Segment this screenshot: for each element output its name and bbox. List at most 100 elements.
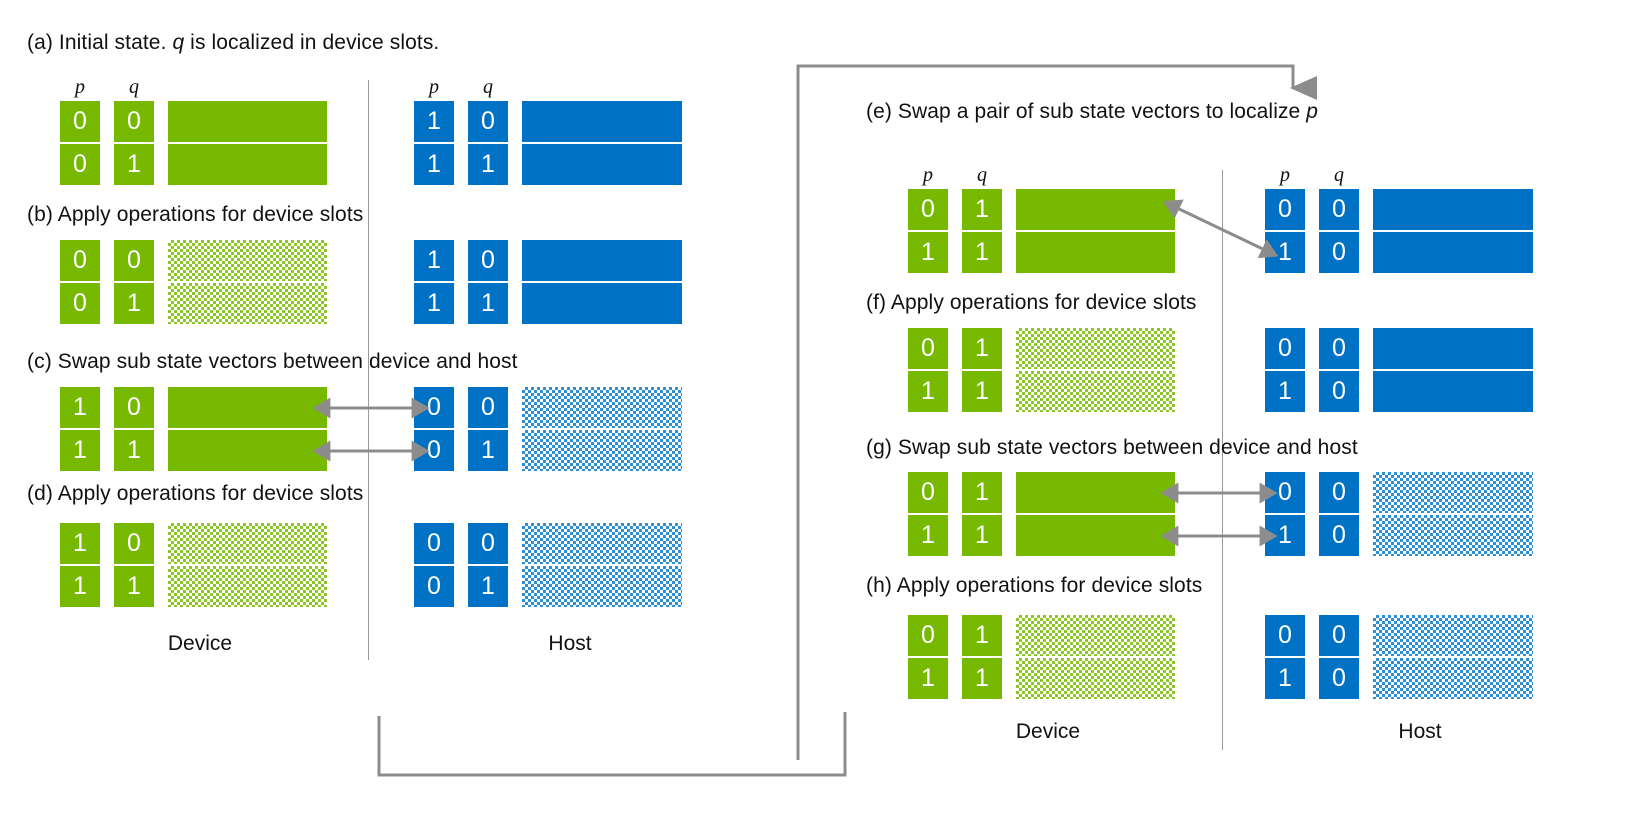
state-vector-bar-hatched — [168, 240, 327, 281]
cell-q: 0 — [1319, 515, 1359, 556]
header-p: p — [1280, 164, 1290, 186]
cell-p: 1 — [60, 566, 100, 607]
cell-p: 0 — [414, 523, 454, 564]
cell-p: 1 — [414, 144, 454, 185]
cell-q: 1 — [468, 566, 508, 607]
state-vector-bar-hatched — [1016, 658, 1175, 699]
device-host-divider-left — [368, 80, 369, 660]
cell-q: 0 — [1319, 232, 1359, 273]
swap-arrows-step-c — [312, 397, 430, 462]
state-vector-bar — [1373, 371, 1533, 412]
caption-a: (a) Initial state. q is localized in dev… — [27, 31, 439, 55]
cell-p: 1 — [1265, 515, 1305, 556]
cell-q: 0 — [468, 101, 508, 142]
cell-q: 0 — [114, 240, 154, 281]
state-vector-bar — [1016, 232, 1175, 273]
state-vector-bar — [1373, 232, 1533, 273]
region-label-host-right: Host — [1398, 720, 1442, 743]
caption-f: (f) Apply operations for device slots — [866, 291, 1197, 314]
state-vector-bar — [168, 101, 327, 142]
header-p: p — [429, 76, 439, 98]
cell-p: 0 — [1265, 615, 1305, 656]
state-vector-bar-hatched — [522, 387, 682, 428]
cell-q: 1 — [962, 371, 1002, 412]
caption-b: (b) Apply operations for device slots — [27, 203, 364, 226]
cell-q: 1 — [114, 144, 154, 185]
region-label-device-right: Device — [1015, 720, 1081, 743]
state-vector-bar — [522, 283, 682, 324]
cell-q: 1 — [962, 615, 1002, 656]
cell-p: 1 — [60, 523, 100, 564]
state-vector-bar-hatched — [1373, 472, 1533, 513]
cell-p: 0 — [908, 328, 948, 369]
cell-q: 0 — [1319, 615, 1359, 656]
cell-p: 1 — [908, 232, 948, 273]
cell-q: 0 — [114, 523, 154, 564]
cell-q: 0 — [468, 240, 508, 281]
state-vector-bar — [1016, 515, 1175, 556]
state-vector-bar-hatched — [1016, 371, 1175, 412]
cell-q: 0 — [114, 387, 154, 428]
cell-q: 1 — [962, 328, 1002, 369]
state-vector-bar-hatched — [168, 523, 327, 564]
cell-q: 1 — [962, 515, 1002, 556]
cell-p: 0 — [60, 101, 100, 142]
cell-p: 1 — [1265, 371, 1305, 412]
cell-p: 0 — [908, 189, 948, 230]
state-vector-bar — [522, 101, 682, 142]
state-vector-bar-hatched — [1373, 515, 1533, 556]
region-label-host-left: Host — [548, 632, 592, 655]
cell-q: 1 — [114, 283, 154, 324]
state-vector-bar — [1373, 189, 1533, 230]
header-q: q — [977, 164, 987, 186]
state-vector-bar-hatched — [168, 283, 327, 324]
cell-p: 0 — [60, 240, 100, 281]
cell-q: 0 — [1319, 658, 1359, 699]
cell-p: 1 — [60, 430, 100, 471]
cell-p: 1 — [1265, 658, 1305, 699]
cell-p: 1 — [908, 515, 948, 556]
state-vector-bar-hatched — [522, 566, 682, 607]
cell-p: 0 — [414, 566, 454, 607]
cell-p: 1 — [414, 283, 454, 324]
cell-p: 1 — [908, 658, 948, 699]
cell-p: 1 — [908, 371, 948, 412]
forward-loop-arrow — [796, 64, 1317, 760]
cell-p: 0 — [1265, 328, 1305, 369]
cell-p: 1 — [414, 240, 454, 281]
cell-q: 0 — [1319, 328, 1359, 369]
cell-q: 0 — [1319, 371, 1359, 412]
device-host-divider-right — [1222, 170, 1223, 750]
caption-a-suffix: is localized in device slots. — [184, 31, 440, 54]
cell-q: 1 — [114, 566, 154, 607]
caption-d: (d) Apply operations for device slots — [27, 482, 364, 505]
state-vector-bar — [522, 240, 682, 281]
header-q: q — [1334, 164, 1344, 186]
caption-c: (c) Swap sub state vectors between devic… — [27, 350, 518, 373]
state-vector-bar — [168, 387, 327, 428]
cell-q: 1 — [962, 232, 1002, 273]
cell-p: 1 — [60, 387, 100, 428]
state-vector-bar — [168, 144, 327, 185]
swap-arrows-step-g — [1160, 482, 1278, 547]
state-vector-bar-hatched — [1016, 615, 1175, 656]
header-p: p — [923, 164, 933, 186]
header-p: p — [75, 76, 85, 98]
cell-q: 1 — [962, 189, 1002, 230]
state-vector-bar-hatched — [522, 430, 682, 471]
cell-p: 0 — [60, 283, 100, 324]
feedback-loop-arrow — [377, 712, 847, 777]
cell-p: 1 — [414, 101, 454, 142]
state-vector-bar-hatched — [522, 523, 682, 564]
diagonal-swap-arrow — [1162, 199, 1279, 259]
cell-p: 0 — [908, 615, 948, 656]
caption-a-italic-q: q — [172, 31, 185, 54]
cell-p: 0 — [60, 144, 100, 185]
cell-q: 1 — [468, 144, 508, 185]
state-vector-bar-hatched — [1373, 658, 1533, 699]
region-label-device-left: Device — [167, 632, 233, 655]
caption-e-italic-p: p — [1306, 100, 1319, 123]
swap-arrow-diagonal-step-e — [1162, 199, 1279, 259]
cell-p: 0 — [908, 472, 948, 513]
